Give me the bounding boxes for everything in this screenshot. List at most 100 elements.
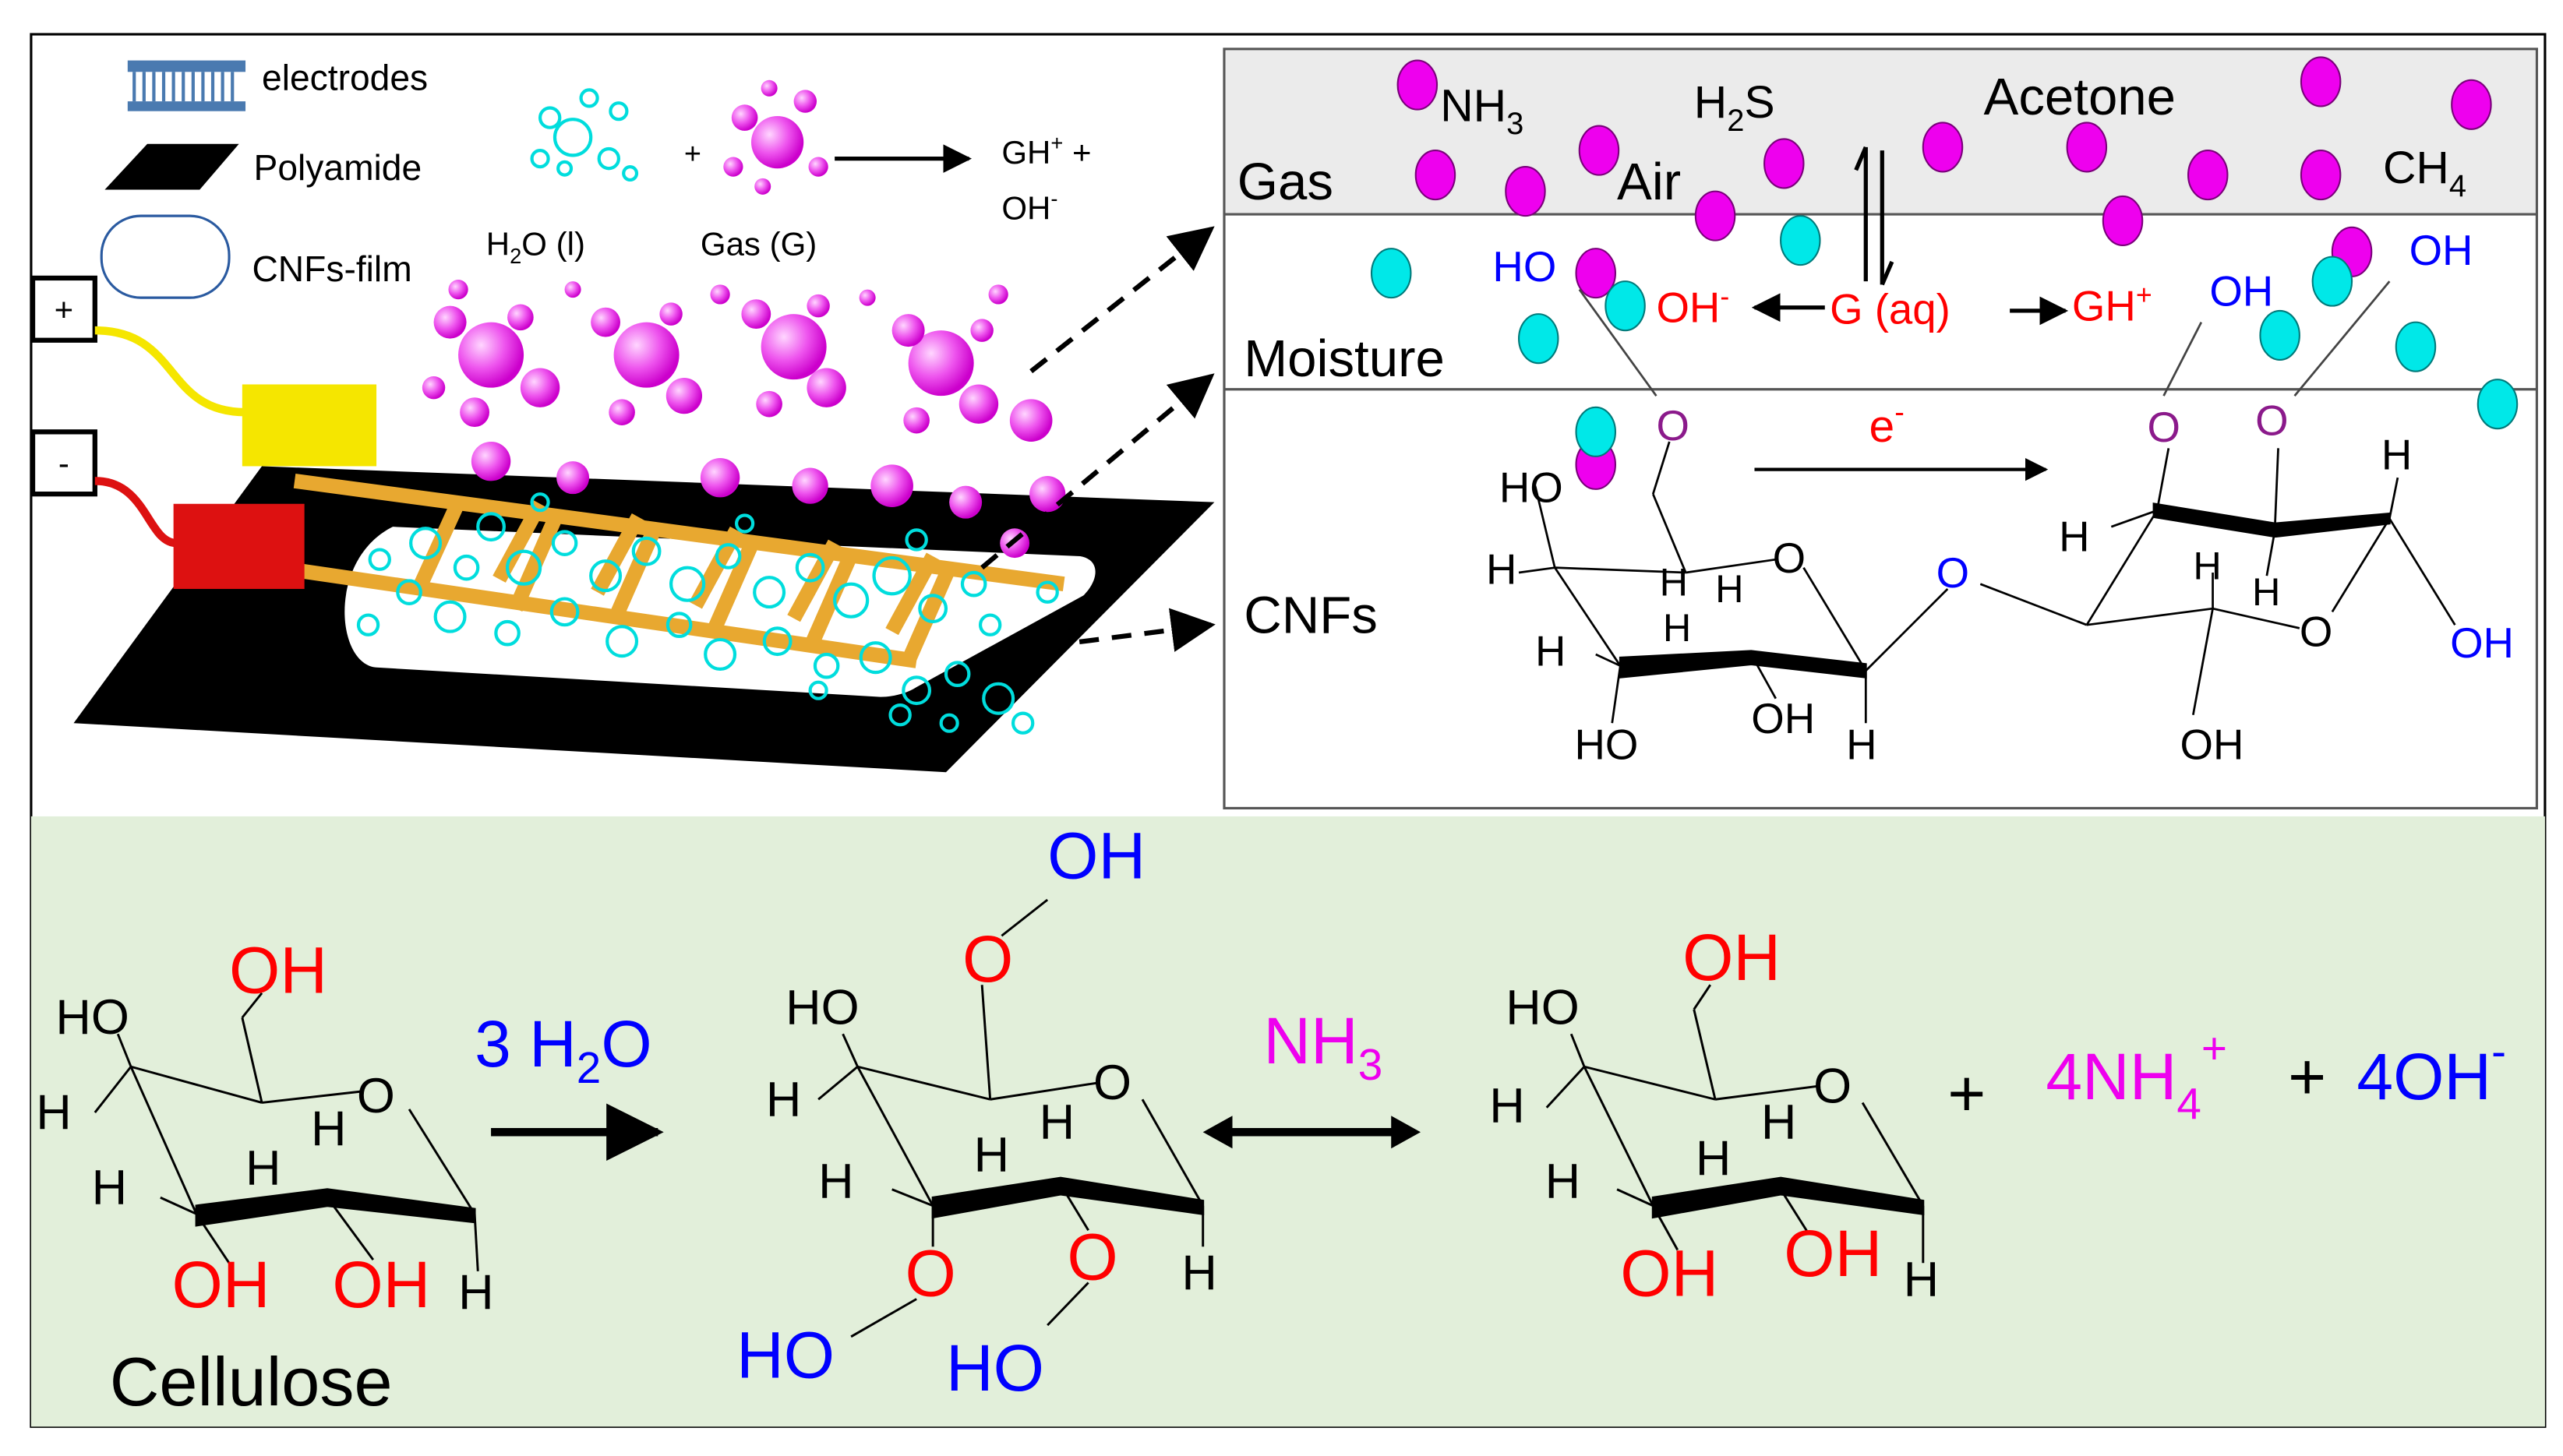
gas-acetone: Acetone — [1984, 68, 2176, 126]
atom-h-b: H — [1660, 559, 1688, 604]
hydrated-cellulose-molecule — [817, 898, 1205, 1338]
reaction-gas: Gas (G) — [701, 226, 817, 263]
cellulose-h-1: H — [36, 1085, 72, 1140]
atom-oh-bottom-right: OH — [2180, 721, 2244, 768]
regen-oh-top: OH — [1682, 921, 1781, 994]
cellulose-h-4: H — [92, 1161, 127, 1215]
hydrated-o-top: O — [962, 922, 1013, 996]
product-oh: 4OH- — [2356, 1028, 2506, 1113]
atom-o-ring-left: O — [1773, 534, 1806, 582]
dashed-arrow-moisture — [980, 373, 1215, 570]
hydrated-o-bottom-1: O — [905, 1236, 955, 1310]
gas-h2s: H2S — [1694, 77, 1775, 138]
regen-h-2: H — [1761, 1095, 1797, 1150]
positive-terminal-label: + — [55, 291, 74, 328]
regen-h-5: H — [1904, 1252, 1940, 1306]
hydrated-ho-bottom-2: HO — [946, 1331, 1044, 1405]
cnf-dimer-atoms: O O O O O O HO H H H H H HO OH H H H H H… — [1486, 397, 2514, 769]
cnfs-film-legend-icon — [100, 214, 231, 299]
legend-polyamide: Polyamide — [254, 147, 422, 188]
atom-h-c: H — [1715, 566, 1743, 611]
legend-cnfs-film: CNFs-film — [252, 249, 411, 289]
reaction-plus: + — [684, 138, 701, 171]
hydrated-ho: HO — [785, 981, 859, 1035]
red-connector — [173, 503, 305, 589]
atom-ho-left: HO — [1499, 464, 1563, 512]
atom-h-e: H — [1535, 628, 1566, 675]
moisture-gh-plus: GH+ — [2072, 280, 2152, 330]
negative-terminal-label: - — [58, 445, 69, 481]
interdigitated-electrodes — [277, 473, 1065, 668]
atom-h-h: H — [2193, 543, 2221, 587]
cellulose-h-3: H — [245, 1140, 281, 1195]
atom-h-a: H — [1486, 546, 1516, 594]
nh3-equilibrium-arrow — [1202, 1116, 1421, 1149]
gas-bubbles-icon — [723, 79, 828, 195]
moisture-oh-minus: OH- — [1656, 281, 1729, 332]
hydrated-h-1: H — [766, 1072, 802, 1126]
moisture-oh-right-2: OH — [2409, 227, 2473, 274]
regen-o-ring: O — [1813, 1059, 1852, 1113]
mechanism-panel: Gas Moisture CNFs Air NH3 H2S Acetone CH… — [1223, 48, 2538, 809]
hydroxyl-bonds — [1578, 280, 2391, 397]
atom-h-g: H — [2059, 513, 2089, 561]
positive-terminal — [30, 275, 97, 343]
moisture-ho: HO — [1492, 243, 1556, 291]
reaction-product-oh: OH- — [1001, 187, 1057, 227]
layer-label-moisture: Moisture — [1244, 330, 1445, 388]
products-plus-2: + — [2288, 1040, 2326, 1113]
yellow-wire — [94, 326, 246, 417]
yellow-connector — [242, 384, 377, 467]
cnf-dimer-structure — [1518, 441, 2456, 724]
cellulose-h-5: H — [458, 1265, 494, 1320]
products-plus: + — [1947, 1056, 1986, 1130]
regen-h-3: H — [1696, 1131, 1732, 1186]
atom-h-f: H — [1846, 721, 1876, 768]
electron-label: e- — [1869, 397, 1904, 452]
equilibrium-arrows — [1854, 146, 1894, 286]
device-illustration: electrodes Polyamide CNFs-film H2O (l) +… — [30, 57, 1216, 773]
cellulose-oh-top: OH — [229, 934, 327, 1007]
polyamide-legend-icon — [104, 143, 239, 190]
atom-o-bridge: O — [1936, 549, 1969, 597]
regenerated-cellulose-molecule — [1545, 984, 1925, 1264]
nh3-reagent: NH3 — [1263, 1004, 1382, 1090]
regen-oh-bottom-1: OH — [1620, 1236, 1718, 1310]
red-wire — [94, 477, 178, 548]
atom-o-1: O — [1656, 402, 1689, 449]
cellulose-h-2: H — [311, 1102, 347, 1156]
electrodes-legend-icon — [127, 60, 246, 111]
hydrated-h-2: H — [1040, 1095, 1075, 1150]
atom-h-i: H — [2252, 569, 2280, 614]
hydrated-h-5: H — [1181, 1246, 1217, 1300]
cellulose-molecule — [94, 992, 479, 1271]
hydrated-o-bottom-2: O — [1067, 1220, 1117, 1293]
atom-o-3: O — [2255, 397, 2288, 445]
h2o-reagent: 3 H2O — [475, 1007, 652, 1093]
bottom-panel — [30, 816, 2545, 1427]
cellulose-label: Cellulose — [110, 1343, 393, 1420]
hydrated-o-ring: O — [1093, 1056, 1131, 1110]
reaction-product-gh: GH+ + — [1001, 131, 1091, 171]
water-bubbles-icon — [530, 88, 639, 182]
atom-oh-bottom-left: OH — [1751, 695, 1815, 742]
moisture-g-aq: G (aq) — [1830, 286, 1950, 333]
layer-label-gas: Gas — [1237, 153, 1333, 211]
gas-molecule-cloud — [422, 280, 1066, 559]
legend-electrodes: electrodes — [262, 57, 428, 97]
reaction-scheme: OH HO O H H H H OH OH H Cellulose 3 H2O — [36, 820, 2506, 1420]
regen-ho: HO — [1506, 981, 1580, 1035]
regen-h-4: H — [1545, 1154, 1581, 1208]
reaction-water: H2O (l) — [486, 226, 585, 269]
atom-h-j: H — [2381, 432, 2412, 479]
atom-o-ring-right: O — [2300, 608, 2332, 655]
cellulose-o-ring: O — [357, 1069, 395, 1123]
dashed-arrow-gas — [1029, 226, 1215, 374]
cellulose-oh-bottom-2: OH — [332, 1248, 430, 1321]
layer-label-cnfs: CNFs — [1244, 587, 1378, 645]
atom-oh-right: OH — [2450, 619, 2514, 667]
atom-o-2: O — [2148, 404, 2180, 451]
moisture-oh-right-1: OH — [2209, 268, 2273, 316]
product-nh4: 4NH4+ — [2046, 1024, 2227, 1129]
